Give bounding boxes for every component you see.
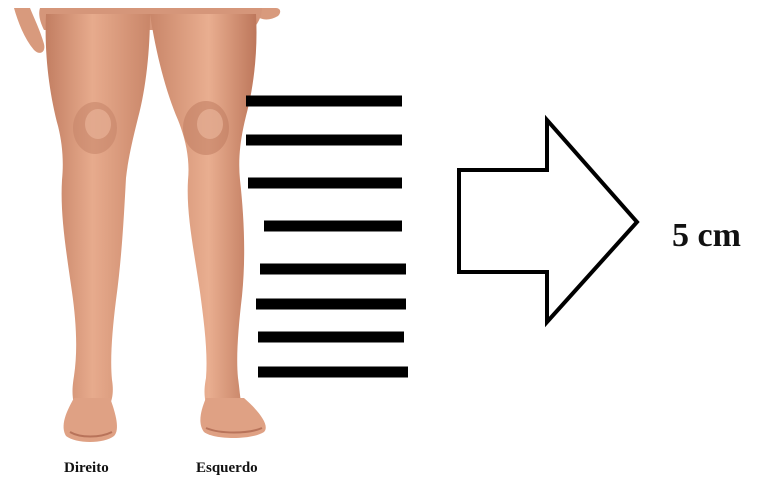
legs-illustration <box>14 8 280 442</box>
measurement-lines <box>246 101 408 372</box>
label-left-leg: Esquerdo <box>196 460 258 477</box>
knee-left-highlight <box>197 109 223 139</box>
knee-right-highlight <box>85 109 111 139</box>
right-arrow-icon <box>459 120 637 322</box>
label-right-leg: Direito <box>64 460 109 477</box>
leg-left <box>150 14 257 404</box>
measurement-value: 5 cm <box>672 217 741 255</box>
foot-right <box>64 398 117 442</box>
leg-right <box>46 14 150 404</box>
